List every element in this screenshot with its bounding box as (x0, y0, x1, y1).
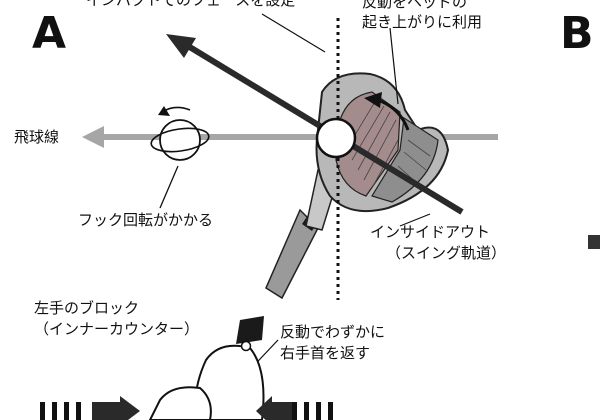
label-lefthand-line1: 左手のブロック (34, 299, 140, 317)
label-insideout-line2: （スイング軌道） (386, 244, 507, 262)
label-wrist-line2: 右手首を返す (280, 344, 371, 362)
leader-line-rebound (389, 27, 399, 105)
label-hook-spin: フック回転がかかる (78, 211, 214, 229)
leader-line-insideout (399, 213, 431, 227)
label-lefthand-line2: （インナーカウンター） (34, 320, 200, 338)
ball-icon (315, 117, 357, 159)
label-flight: 飛球線 (14, 128, 60, 146)
spin-circle-icon (150, 106, 210, 209)
label-impact-face: インパクトでのフェースを設定 (86, 0, 296, 9)
label-rebound-line2: 起き上がりに利用 (362, 13, 483, 31)
right-edge-mark (588, 235, 600, 249)
golfer-hands (148, 316, 265, 420)
head-rise-arrow (364, 92, 410, 131)
right-block-arrow (256, 396, 333, 420)
left-block-arrow (40, 396, 140, 420)
label-insideout-line1: インサイドアウト (370, 223, 491, 241)
club-head (315, 72, 450, 213)
panel-label-a: A (32, 8, 67, 59)
leader-line-face (261, 13, 326, 53)
label-rebound-line1: 反動をヘッドの (362, 0, 468, 11)
panel-label-b: B (560, 8, 594, 59)
label-wrist-line1: 反動でわずかに (280, 323, 386, 341)
